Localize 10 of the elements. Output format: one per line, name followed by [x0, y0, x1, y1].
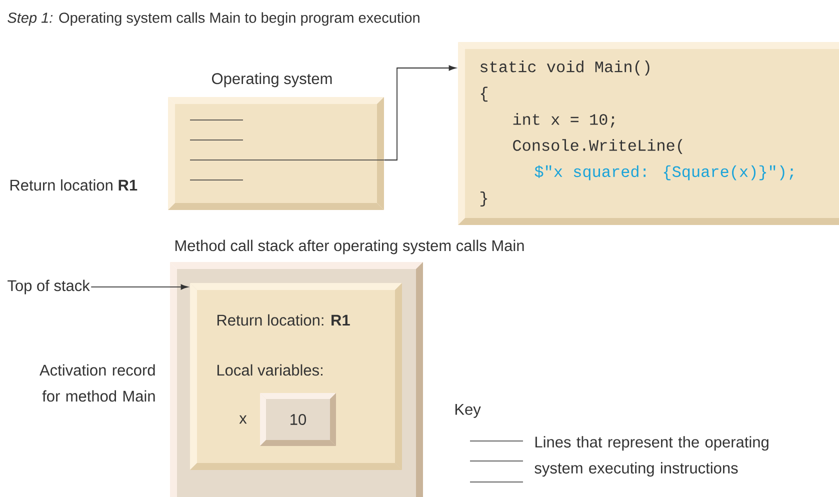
title: Step 1: Operating system calls Main to begin program execution	[8, 12, 420, 26]
arrow	[90, 284, 188, 290]
heading: Operating system	[212, 72, 332, 88]
arrow	[384, 65, 456, 160]
key-heading: Key	[455, 404, 481, 418]
side-label: Top of stack	[8, 280, 90, 294]
legend-text: Lines that represent the operating system executing instructions	[534, 436, 768, 477]
heading: Method call stack after operating system calls Main	[175, 240, 524, 254]
side-label: Activation record for method Main	[40, 364, 155, 402]
side-label: Return location R1	[10, 179, 138, 191]
